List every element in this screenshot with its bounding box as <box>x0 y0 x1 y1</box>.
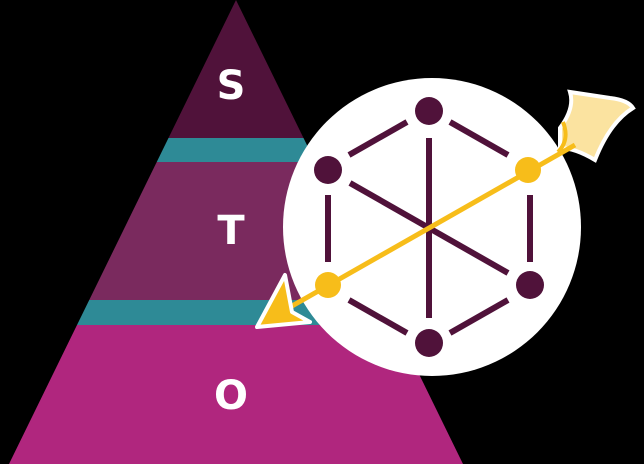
level-label-o: O <box>214 373 248 419</box>
level-label-t: T <box>217 208 245 254</box>
pyramid-level-o <box>9 325 463 464</box>
network-node <box>314 156 342 184</box>
arrow <box>255 89 636 329</box>
network-nodes <box>314 97 544 357</box>
pyramid-level-s <box>9 0 463 138</box>
network-node <box>516 271 544 299</box>
arrow-fletching <box>558 89 636 163</box>
level-label-s: S <box>217 63 246 109</box>
arrow-head <box>255 273 312 329</box>
network-node <box>415 329 443 357</box>
network-node <box>415 97 443 125</box>
arrow-node <box>515 157 541 183</box>
arrow-node <box>315 272 341 298</box>
